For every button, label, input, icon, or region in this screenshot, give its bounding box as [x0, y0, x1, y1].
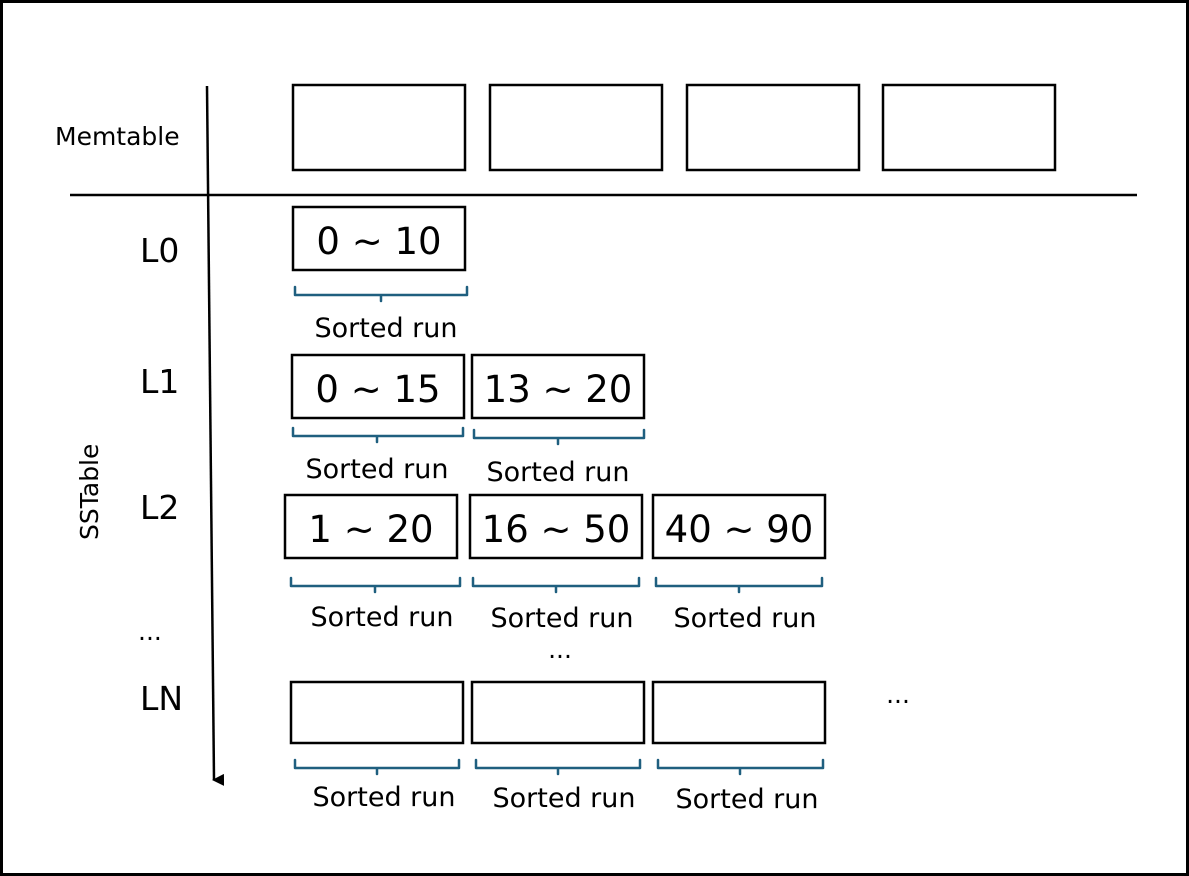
- column-ellipsis: ...: [548, 635, 572, 664]
- sstable-label: SSTable: [75, 444, 104, 540]
- sorted-run-brace: [293, 758, 461, 776]
- sstable-box-l2-3: [651, 493, 827, 560]
- sorted-run-brace: [654, 576, 824, 594]
- sstable-range-l2-2: 16 ~ 50: [482, 508, 631, 551]
- sstable-box-ln-3: [651, 680, 827, 745]
- sorted-run-brace: [293, 285, 469, 303]
- memtable-box: [881, 83, 1057, 172]
- sorted-run-caption: Sorted run: [486, 457, 629, 488]
- level-ellipsis: ...: [138, 617, 162, 646]
- sstable-range-l1-1: 0 ~ 15: [315, 368, 440, 411]
- memtable-box: [685, 83, 861, 172]
- sstable-range-l1-2: 13 ~ 20: [484, 368, 633, 411]
- sorted-run-brace: [291, 426, 465, 444]
- sorted-run-brace: [471, 576, 641, 594]
- level-label-l1: L1: [140, 362, 179, 401]
- sstable-range-l2-1: 1 ~ 20: [308, 508, 433, 551]
- sorted-run-caption: Sorted run: [312, 782, 455, 813]
- sstable-box-l1-1: [290, 353, 466, 420]
- sorted-run-caption: Sorted run: [675, 784, 818, 815]
- sstable-box-ln-2: [470, 680, 646, 745]
- level-label-l0: L0: [140, 231, 179, 270]
- sorted-run-caption: Sorted run: [490, 603, 633, 634]
- sstable-box-l2-1: [283, 493, 459, 560]
- sstable-box-l1-2: [470, 353, 646, 420]
- sorted-run-caption: Sorted run: [310, 602, 453, 633]
- sstable-box-l2-2: [468, 493, 644, 560]
- sorted-run-caption: Sorted run: [314, 313, 457, 344]
- sorted-run-brace: [474, 758, 642, 776]
- level-direction-arrow: [205, 85, 225, 786]
- memtable-box: [488, 83, 664, 172]
- level-label-ln: LN: [140, 679, 183, 718]
- sorted-run-caption: Sorted run: [492, 783, 635, 814]
- level-label-l2: L2: [140, 488, 179, 527]
- sorted-run-brace: [289, 576, 462, 594]
- sstable-range-l0-1: 0 ~ 10: [316, 220, 441, 263]
- sstable-box-ln-1: [289, 680, 465, 745]
- sorted-run-brace: [472, 428, 646, 446]
- sstable-box-l0-1: [291, 205, 467, 272]
- sorted-run-caption: Sorted run: [673, 603, 816, 634]
- memtable-box: [291, 83, 467, 172]
- memtable-label: Memtable: [55, 122, 180, 151]
- sorted-run-caption: Sorted run: [305, 454, 448, 485]
- sstable-range-l2-3: 40 ~ 90: [665, 508, 814, 551]
- row-ellipsis: ...: [886, 680, 910, 709]
- sorted-run-brace: [656, 758, 825, 776]
